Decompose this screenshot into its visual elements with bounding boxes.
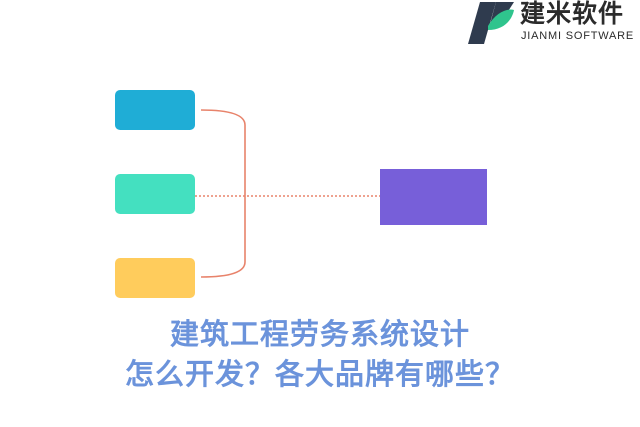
diagram-box-purple	[380, 169, 487, 225]
bracket-connector	[200, 109, 246, 278]
diagram-box-blue	[115, 90, 195, 130]
diagram-box-yellow	[115, 258, 195, 298]
brand-name-en: JIANMI SOFTWARE	[521, 30, 635, 42]
diagram-box-teal	[115, 174, 195, 214]
brand-logo: 建米软件 JIANMI SOFTWARE	[466, 0, 640, 48]
title-line-1: 建筑工程劳务系统设计	[169, 317, 470, 351]
jianmi-logo-mark-icon	[468, 2, 514, 44]
title-line-2: 怎么开发？各大品牌有哪些？	[124, 357, 515, 391]
brand-name-cn: 建米软件	[520, 0, 625, 28]
page-title: 建筑工程劳务系统设计 怎么开发？各大品牌有哪些？	[0, 314, 640, 394]
